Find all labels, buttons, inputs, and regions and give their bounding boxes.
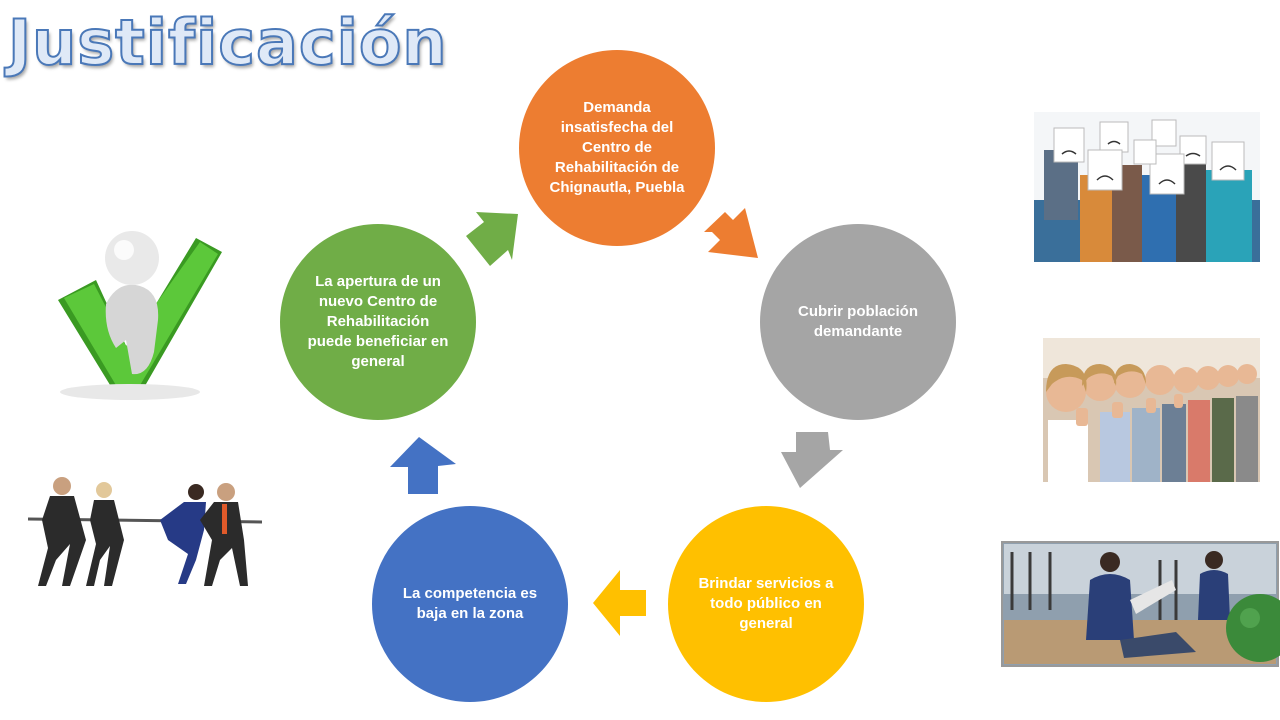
page-title: Justificación	[7, 5, 448, 80]
node-competencia: La competencia es baja en la zona	[372, 506, 568, 702]
node-demanda-label: Demanda insatisfecha del Centro de Rehab…	[549, 99, 685, 196]
physiotherapy-photo	[1001, 541, 1280, 667]
sad-faces-people-photo	[1034, 112, 1260, 262]
node-demanda: Demanda insatisfecha del Centro de Rehab…	[519, 50, 715, 246]
node-competencia-label: La competencia es baja en la zona	[402, 585, 538, 622]
node-brindar-label: Brindar servicios a todo público en gene…	[698, 575, 834, 632]
node-cubrir: Cubrir población demandante	[760, 224, 956, 420]
arrow-green-to-orange	[466, 212, 518, 266]
node-cubrir-label: Cubrir población demandante	[798, 303, 918, 340]
node-apertura: La apertura de un nuevo Centro de Rehabi…	[280, 224, 476, 420]
node-brindar: Brindar servicios a todo público en gene…	[668, 506, 864, 702]
arrow-gray-to-yellow	[781, 432, 843, 488]
thumbs-up-people-photo	[1043, 338, 1260, 482]
checkmark-person-icon	[58, 231, 222, 400]
node-apertura-label: La apertura de un nuevo Centro de Rehabi…	[307, 273, 449, 370]
arrow-yellow-to-blue	[593, 570, 646, 636]
arrow-orange-to-gray	[704, 208, 758, 258]
tug-of-war-business-icon	[27, 477, 263, 586]
arrow-blue-to-green	[390, 437, 456, 494]
